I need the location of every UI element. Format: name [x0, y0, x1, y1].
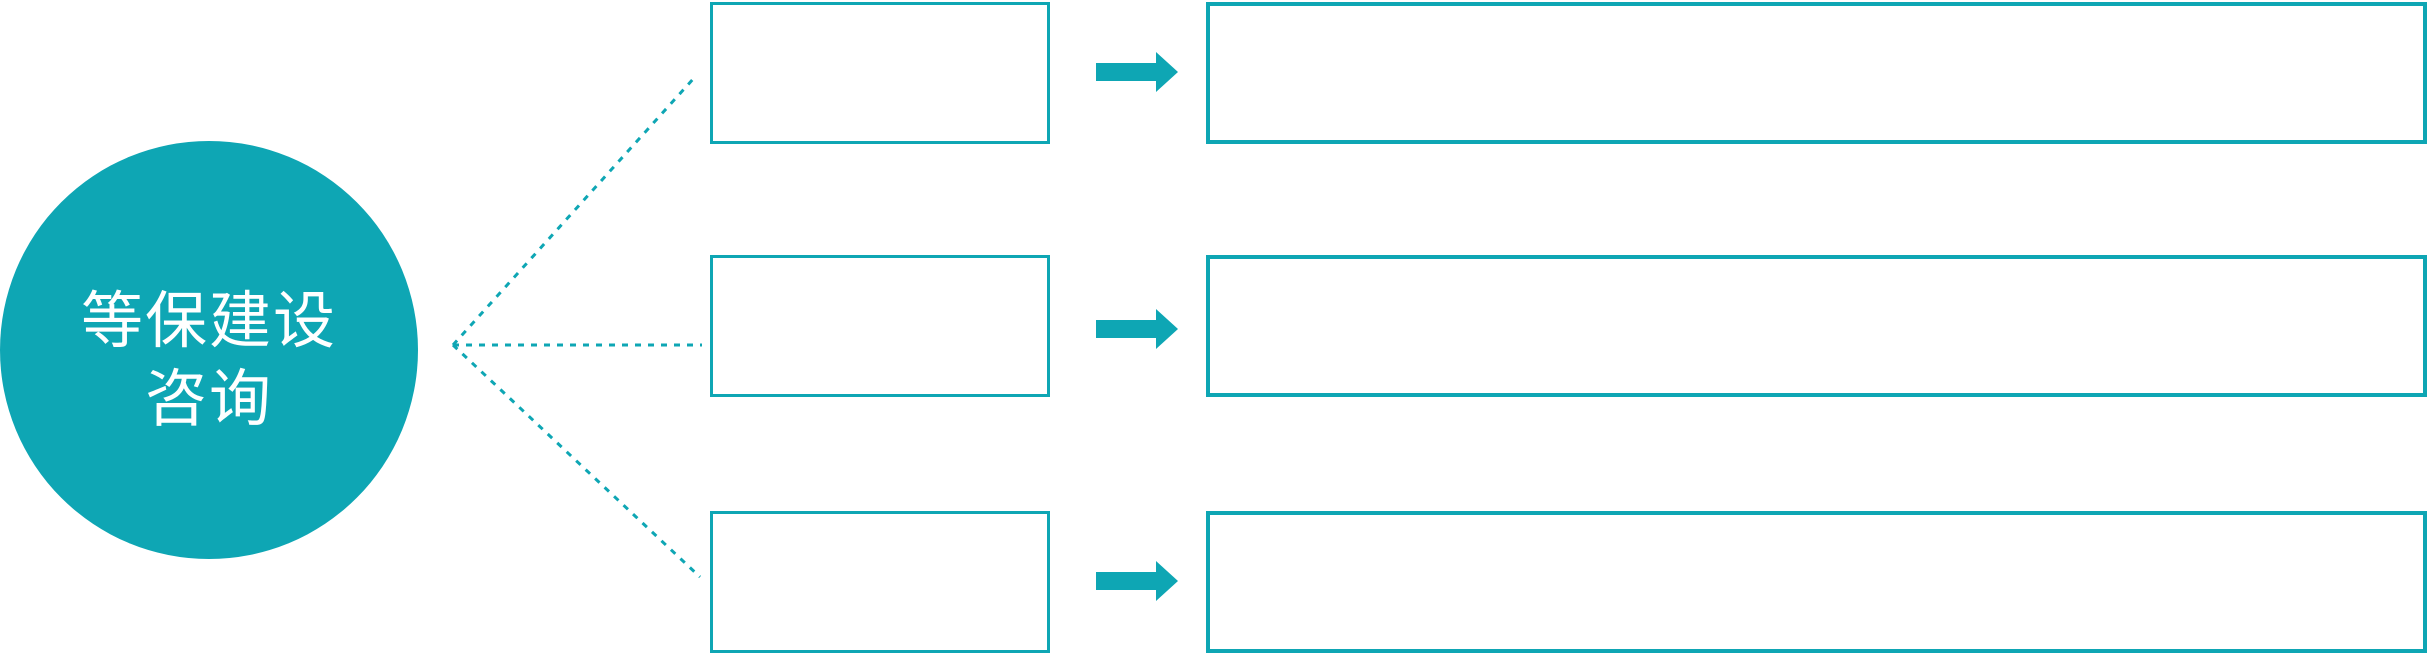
- dotted-connector-top: [451, 76, 696, 347]
- dotted-connector-bottom: [451, 343, 702, 579]
- detail-box-1: [1206, 2, 2427, 144]
- arrow-right-icon: [1096, 52, 1178, 92]
- arrow-right-icon: [1096, 561, 1178, 601]
- root-node-label-line1: 等保建设: [80, 287, 337, 356]
- root-node-circle: 等保建设 咨询: [0, 141, 418, 559]
- detail-box-2: [1206, 255, 2427, 397]
- arrow-right-icon: [1096, 309, 1178, 349]
- category-box-3: [710, 511, 1050, 653]
- root-node-label-line2: 咨询: [144, 365, 273, 434]
- category-box-1: [710, 2, 1050, 144]
- category-box-2: [710, 255, 1050, 397]
- detail-box-3: [1206, 511, 2427, 653]
